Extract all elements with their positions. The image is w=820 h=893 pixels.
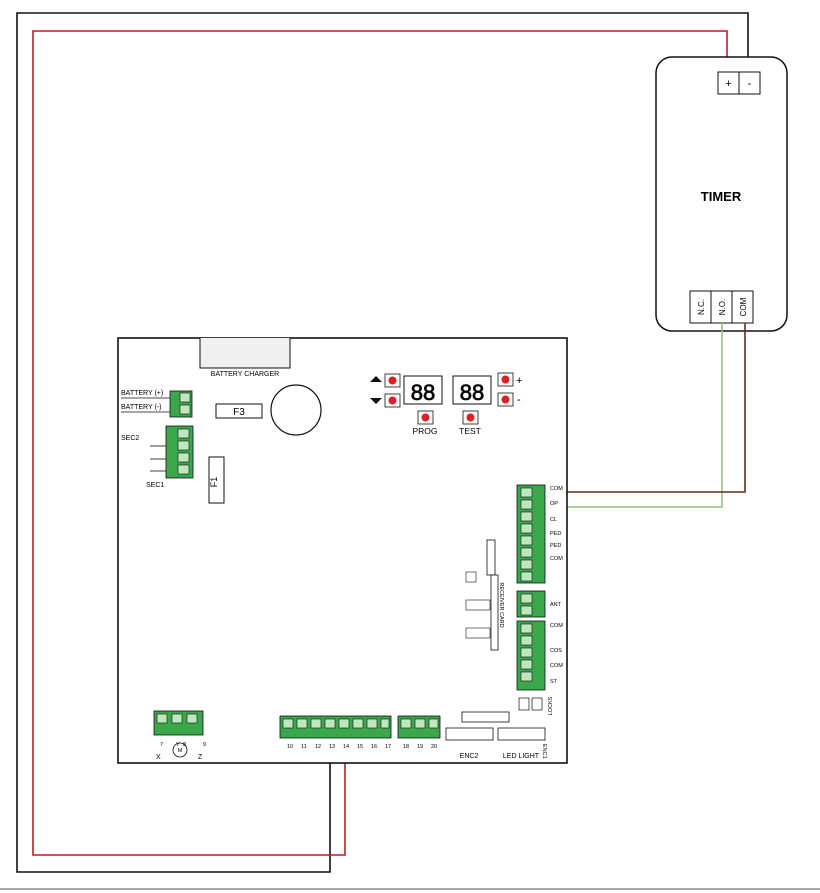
- svg-text:20: 20: [431, 744, 437, 750]
- battery-plus-label: BATTERY (+): [121, 390, 163, 397]
- svg-text:15: 15: [357, 744, 363, 750]
- green-wire: [530, 323, 723, 508]
- svg-text:COM: COM: [550, 556, 563, 562]
- svg-text:Y: Y: [176, 742, 180, 748]
- svg-text:13: 13: [329, 744, 335, 750]
- timer-unit: + - TIMER N.C. N.O. COM: [655, 56, 788, 332]
- svg-text:PED: PED: [550, 543, 561, 549]
- svg-text:OP: OP: [550, 501, 558, 507]
- sec1-label: SEC1: [146, 482, 164, 489]
- red-wire: [32, 30, 728, 856]
- svg-text:ANT: ANT: [550, 602, 562, 608]
- plus-button-label: +: [516, 375, 522, 387]
- receiver-card-label: RECEIVER CARD: [498, 582, 504, 627]
- svg-text:14: 14: [343, 744, 349, 750]
- svg-text:Z: Z: [198, 754, 203, 761]
- svg-text:ST: ST: [550, 679, 558, 685]
- svg-text:19: 19: [417, 744, 423, 750]
- svg-text:17: 17: [385, 744, 391, 750]
- timer-com-label: COM: [739, 297, 748, 316]
- svg-text:12: 12: [315, 744, 321, 750]
- fuse-f3-label: F3: [233, 407, 245, 418]
- svg-text:COM: COM: [550, 486, 563, 492]
- svg-text:COS: COS: [550, 648, 562, 654]
- timer-plus-label: +: [725, 78, 731, 90]
- enc2-label: ENC2: [460, 753, 479, 760]
- svg-text:X: X: [156, 754, 161, 761]
- motor-m-label: M: [178, 748, 183, 754]
- svg-text:10: 10: [287, 744, 293, 750]
- svg-text:18: 18: [403, 744, 409, 750]
- battery-minus-label: BATTERY (-): [121, 404, 161, 411]
- fuse-f1-label: F1: [209, 477, 219, 488]
- svg-text:7: 7: [160, 742, 163, 748]
- enc1-label: ENC1: [541, 744, 547, 759]
- timer-minus-label: -: [748, 78, 752, 90]
- timer-nc-label: N.C.: [697, 299, 706, 315]
- prog-label: PROG: [412, 426, 437, 436]
- svg-text:11: 11: [301, 744, 307, 750]
- svg-text:9: 9: [203, 742, 206, 748]
- sec2-label: SEC2: [121, 435, 139, 442]
- battery-charger-label: BATTERY CHARGER: [211, 371, 279, 378]
- timer-title: TIMER: [701, 189, 742, 204]
- locks-label: LOCKS: [548, 696, 554, 715]
- test-label: TEST: [459, 426, 481, 436]
- led-light-label: LED LIGHT: [503, 753, 540, 760]
- svg-text:8: 8: [183, 742, 186, 748]
- minus-button-label: -: [517, 394, 521, 406]
- brown-wire: [527, 323, 746, 493]
- right-side-labels: COM OP CL PED PED COM ANT COM COS COM ST: [550, 486, 563, 685]
- bottom-terminal-numbers: 10 11 12 13 14 15 16 17 18 19 20: [287, 744, 437, 750]
- svg-text:COM: COM: [550, 623, 563, 629]
- black-wire: [16, 12, 749, 873]
- timer-no-label: N.O.: [718, 299, 727, 315]
- svg-text:PED: PED: [550, 531, 561, 537]
- svg-text:CL: CL: [550, 517, 557, 523]
- control-board: BATTERY CHARGER BATTERY (+) BATTERY (-) …: [117, 337, 568, 764]
- svg-text:88: 88: [411, 380, 435, 405]
- svg-text:16: 16: [371, 744, 377, 750]
- svg-text:88: 88: [460, 380, 484, 405]
- svg-text:COM: COM: [550, 663, 563, 669]
